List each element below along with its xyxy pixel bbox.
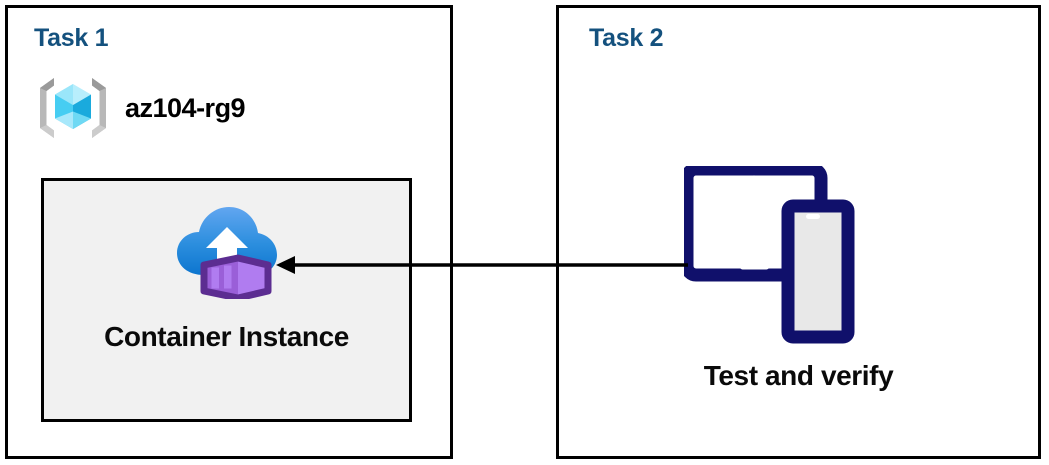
task-panel-task1: Task 1 (5, 5, 453, 459)
container-instance-label: Container Instance (104, 321, 349, 352)
azure-container-instance-icon (176, 207, 277, 299)
resource-group-row: az104-rg9 (35, 70, 246, 146)
panel-title-task2: Task 2 (589, 24, 664, 52)
container-instance-box: Container Instance (41, 178, 412, 422)
task-panel-task2: Task 2 Test and verify (556, 5, 1041, 459)
devices-tablet-phone-icon (684, 166, 855, 344)
resource-group-label: az104-rg9 (125, 92, 246, 123)
test-and-verify-label: Test and verify (703, 360, 894, 391)
azure-resource-group-icon (40, 78, 106, 138)
panel-title-task1: Task 1 (34, 24, 109, 52)
